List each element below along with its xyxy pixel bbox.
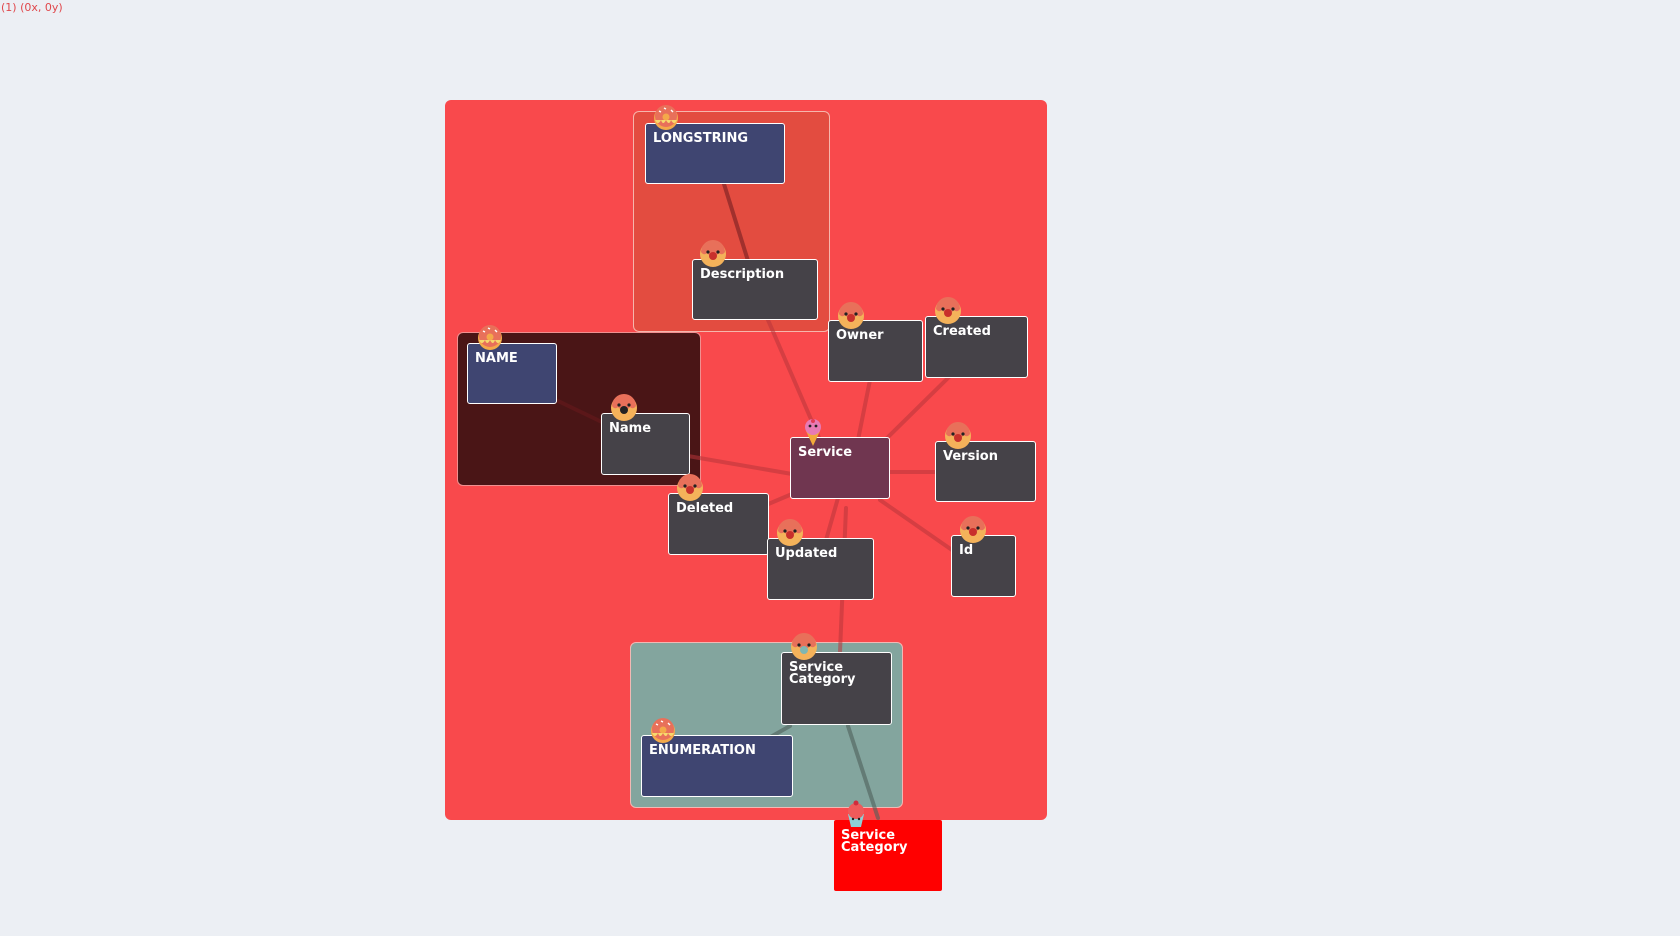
- donut-icon: [935, 297, 961, 324]
- sprinkle-donut-icon: [478, 325, 502, 350]
- node-label: Service Category: [789, 660, 856, 687]
- node-id[interactable]: Id: [951, 535, 1016, 597]
- node-label: Service: [798, 445, 853, 460]
- donut-icon: [838, 302, 864, 329]
- donut-icon: [945, 422, 971, 449]
- node-label: Version: [943, 449, 998, 464]
- node-service[interactable]: Service: [790, 437, 890, 499]
- sprinkle-donut-icon: [654, 105, 678, 130]
- node-longstring[interactable]: LONGSTRING: [645, 123, 785, 184]
- node-label: Service Category: [841, 828, 908, 855]
- node-service-category-external[interactable]: Service Category: [834, 820, 942, 891]
- node-label: ENUMERATION: [649, 743, 756, 758]
- node-owner[interactable]: Owner: [828, 320, 923, 382]
- ice-cream-icon: [805, 419, 821, 446]
- node-label: Id: [959, 543, 974, 558]
- donut-icon: [791, 633, 817, 660]
- sprinkle-donut-icon: [651, 718, 675, 743]
- donut-icon: [677, 474, 703, 501]
- coordinate-readout: (1) (0x, 0y): [1, 1, 63, 14]
- node-label: Created: [933, 324, 991, 339]
- donut-icon: [700, 240, 726, 267]
- node-version[interactable]: Version: [935, 441, 1036, 502]
- node-service-category[interactable]: Service Category: [781, 652, 892, 725]
- cupcake-icon: [848, 800, 864, 827]
- donut-icon: [960, 516, 986, 543]
- donut-icon: [777, 519, 803, 546]
- node-name-type[interactable]: NAME: [467, 343, 557, 404]
- node-label: Name: [609, 421, 652, 436]
- node-label: Description: [700, 267, 785, 282]
- node-label: Updated: [775, 546, 838, 561]
- node-label: NAME: [475, 351, 518, 366]
- node-enumeration[interactable]: ENUMERATION: [641, 735, 793, 797]
- node-updated[interactable]: Updated: [767, 538, 874, 600]
- node-name[interactable]: Name: [601, 413, 690, 475]
- node-label: Deleted: [676, 501, 734, 516]
- node-description[interactable]: Description: [692, 259, 818, 320]
- node-label: LONGSTRING: [653, 131, 749, 146]
- donut-icon: [611, 394, 637, 421]
- node-label: Owner: [836, 328, 884, 343]
- node-deleted[interactable]: Deleted: [668, 493, 769, 555]
- node-created[interactable]: Created: [925, 316, 1028, 378]
